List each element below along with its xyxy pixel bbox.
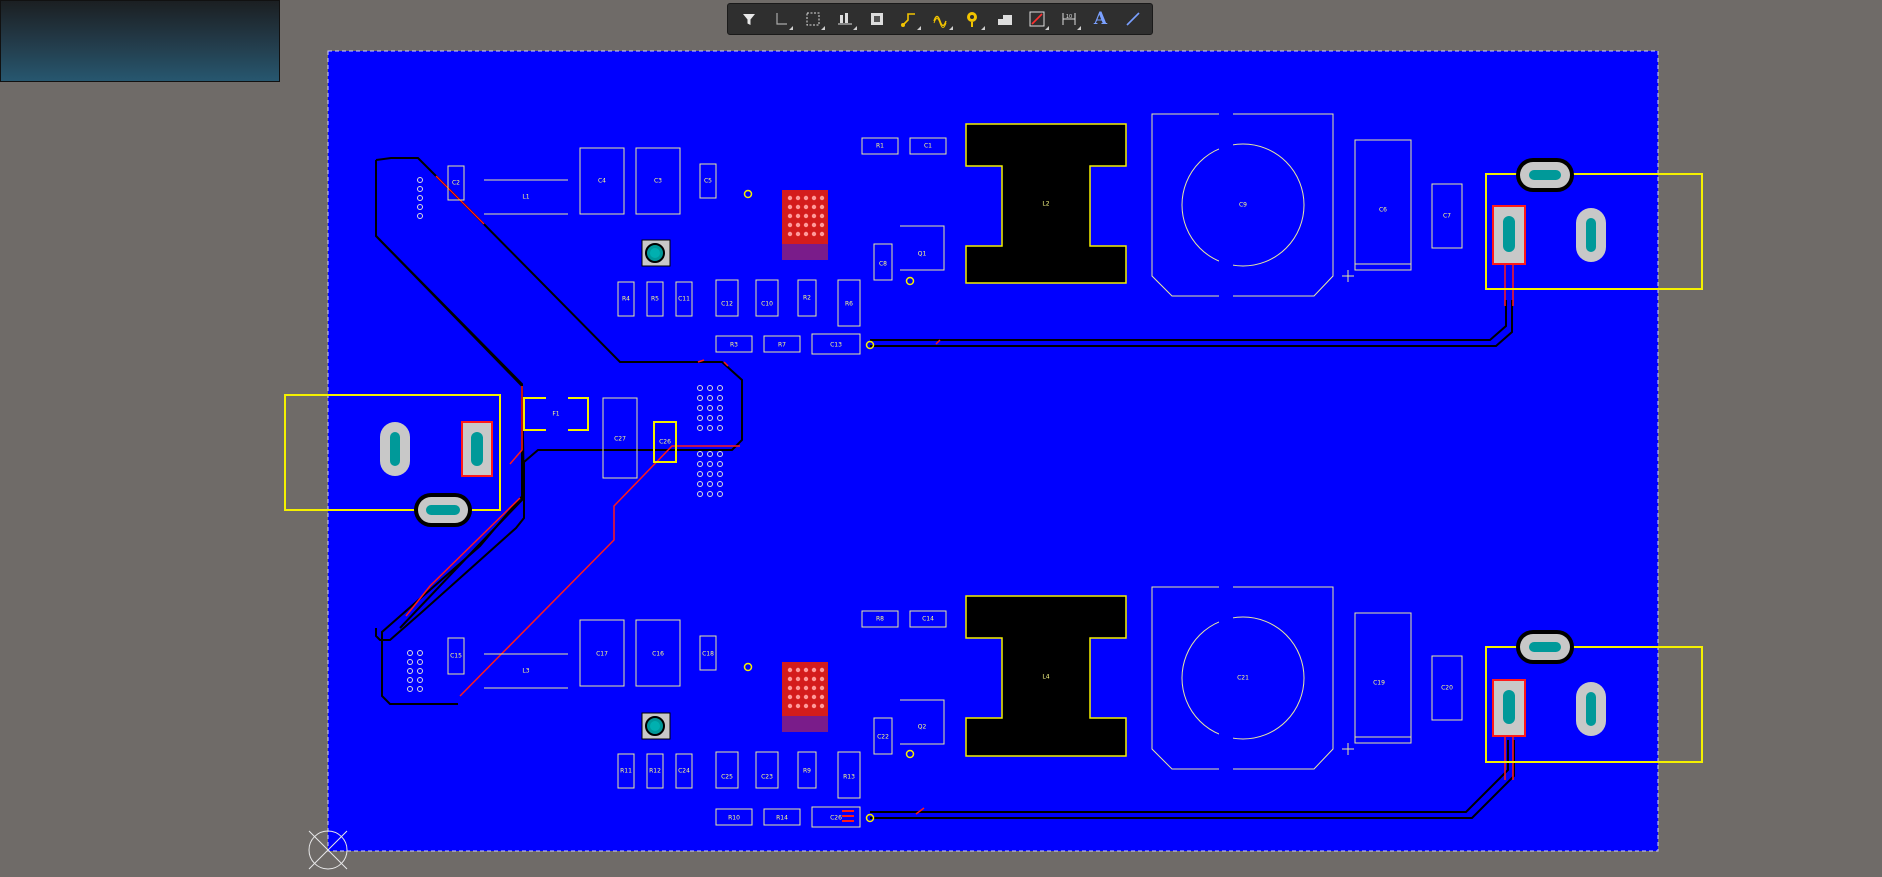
line-icon: [1125, 12, 1140, 26]
via-icon: [966, 12, 977, 27]
ref-R1: R1: [876, 143, 884, 150]
ref-R14: R14: [776, 815, 788, 822]
ref-C12: C12: [721, 301, 733, 308]
route-button[interactable]: [894, 6, 923, 32]
ref-R2: R2: [803, 295, 811, 302]
ref-C18: C18: [702, 651, 714, 658]
ref-C9: C9: [1239, 202, 1247, 209]
route-icon: [900, 13, 915, 27]
ref-C14: C14: [922, 616, 934, 623]
keepout-button[interactable]: [1022, 6, 1051, 32]
ref-R4: R4: [622, 296, 630, 303]
svg-text:10: 10: [1065, 14, 1071, 20]
polygon-icon: [997, 15, 1012, 25]
ref-C2: C2: [452, 180, 460, 187]
ref-C27: C27: [614, 436, 626, 443]
ref-R11: R11: [620, 768, 632, 775]
ref-R8: R8: [876, 616, 884, 623]
ref-L4: L4: [1042, 674, 1049, 681]
ref-C26b: C26: [830, 815, 842, 822]
ref-C23: C23: [761, 774, 773, 781]
ref-C22: C22: [877, 734, 889, 741]
text-icon: A: [1093, 9, 1108, 29]
ref-L2: L2: [1042, 201, 1049, 208]
corner-button[interactable]: [766, 6, 795, 32]
diff-pair-button[interactable]: [926, 6, 955, 32]
filter-icon: [742, 14, 755, 25]
ref-C15: C15: [450, 653, 462, 660]
polygon-button[interactable]: [990, 6, 1019, 32]
component-icon: [870, 13, 883, 25]
ref-C5: C5: [704, 178, 712, 185]
reference-designators: C2 L1 C4 C3 C5 R1 C1 L2 C9 C6 C7 R4 R5 C…: [450, 143, 1453, 822]
place-corner-icon: [775, 13, 787, 25]
ref-R10: R10: [728, 815, 740, 822]
ref-C1: C1: [924, 143, 932, 150]
ref-C8: C8: [879, 261, 887, 268]
dimension-button[interactable]: 10: [1054, 6, 1083, 32]
text-button[interactable]: A: [1086, 6, 1115, 32]
ref-C24: C24: [678, 768, 690, 775]
filter-button[interactable]: [734, 6, 763, 32]
connector-j-input[interactable]: [284, 394, 501, 527]
pcb-active-toolbar: 10 A: [727, 3, 1153, 35]
align-icon: [837, 13, 852, 25]
ref-R3: R3: [730, 342, 738, 349]
ref-F1: F1: [552, 411, 559, 418]
ref-R9: R9: [803, 768, 811, 775]
ref-C10: C10: [761, 301, 773, 308]
ref-L1: L1: [522, 194, 529, 201]
ref-R13: R13: [843, 774, 855, 781]
selected-traces: [405, 175, 1514, 815]
ref-R7: R7: [778, 342, 786, 349]
ref-C11: C11: [678, 296, 690, 303]
input-stage: [523, 385, 723, 497]
ref-R6: R6: [845, 301, 853, 308]
via-button[interactable]: [958, 6, 987, 32]
ref-Q1: Q1: [918, 251, 927, 258]
ref-L3: L3: [522, 668, 529, 675]
keepout-icon: [1029, 11, 1044, 27]
connector-j1[interactable]: [1485, 158, 1703, 290]
component-button[interactable]: [862, 6, 891, 32]
ref-C3: C3: [654, 178, 662, 185]
ref-C19: C19: [1373, 680, 1385, 687]
line-button[interactable]: [1118, 6, 1147, 32]
ref-C16: C16: [652, 651, 664, 658]
ref-C26: C26: [659, 439, 671, 446]
board-minimap[interactable]: [0, 0, 280, 82]
select-area-icon: [806, 12, 819, 26]
select-area-button[interactable]: [798, 6, 827, 32]
ref-Q2: Q2: [918, 724, 927, 731]
diff-pair-icon: [932, 15, 947, 28]
ref-C20: C20: [1441, 685, 1453, 692]
power-stage-top: [417, 110, 1463, 355]
ref-C6: C6: [1379, 207, 1387, 214]
power-stage-bottom: [407, 583, 1463, 828]
connector-j2[interactable]: [1485, 630, 1703, 763]
ref-C13: C13: [830, 342, 842, 349]
ref-C4: C4: [598, 178, 606, 185]
ref-C7: C7: [1443, 213, 1451, 220]
origin-marker-icon: [308, 830, 348, 870]
align-button[interactable]: [830, 6, 859, 32]
ref-C17: C17: [596, 651, 608, 658]
ref-R12: R12: [649, 768, 661, 775]
ref-R5: R5: [651, 296, 659, 303]
ref-C21: C21: [1237, 675, 1249, 682]
dimension-icon: 10: [1062, 13, 1075, 25]
ref-C25: C25: [721, 774, 733, 781]
